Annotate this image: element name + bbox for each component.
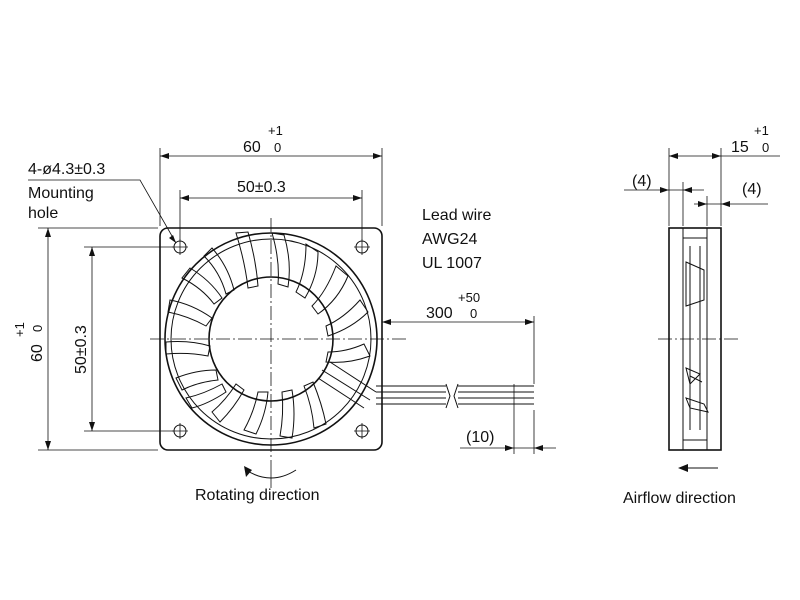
hole-pitch-h-label: 50±0.3: [237, 179, 286, 196]
lead-wires: [376, 383, 534, 410]
airflow-mark-icon: [685, 367, 703, 385]
dim-hole-pitch-h: [179, 190, 363, 240]
rotating-direction-label: Rotating direction: [195, 487, 320, 504]
rotation-arrow-icon: [244, 462, 297, 488]
strip-length-label: (10): [466, 429, 494, 446]
lead-wire-gauge: AWG24: [422, 231, 478, 248]
hole-pitch-v-label: 50±0.3: [73, 325, 90, 374]
mounting-hole-label-1: Mounting: [28, 185, 94, 202]
front-center-lines: [150, 218, 408, 462]
mounting-hole-leader: [28, 179, 177, 244]
airflow-arrow-icon: [678, 464, 718, 472]
lead-wire-standard: UL 1007: [422, 255, 482, 272]
height-tol-minus: 0: [30, 325, 45, 332]
flange-right-label: (4): [742, 181, 762, 198]
front-view: [150, 218, 408, 462]
flange-left-label: (4): [632, 173, 652, 190]
rotation-mark-icon: [685, 397, 709, 413]
side-view: [658, 227, 740, 451]
mounting-hole-label-2: hole: [28, 205, 58, 222]
dim-width-60: [159, 148, 383, 226]
dim-height-60: [38, 227, 158, 451]
dim-strip-length: [460, 410, 556, 454]
height-nominal: 60: [29, 344, 46, 362]
airflow-direction-label: Airflow direction: [623, 490, 736, 507]
height-tol-plus: +1: [12, 322, 27, 337]
side-hub-lines: [683, 237, 707, 441]
thickness-nominal: 15: [731, 139, 749, 156]
wire-length-nominal: 300: [426, 305, 453, 322]
width-nominal: 60: [243, 139, 261, 156]
side-blade: [685, 261, 705, 307]
wire-channel: [317, 361, 377, 409]
wire-length-tol-plus: +50: [458, 290, 480, 305]
thickness-tol-minus: 0: [762, 140, 769, 155]
mounting-hole-size: 4-ø4.3±0.3: [28, 161, 105, 178]
dim-flange-right: [694, 196, 768, 226]
wire-length-tol-minus: 0: [470, 306, 477, 321]
dim-hole-pitch-v: [84, 246, 174, 432]
width-tol-plus: +1: [268, 123, 283, 138]
dim-thickness-15: [668, 148, 780, 226]
lead-wire-label: Lead wire: [422, 207, 491, 224]
thickness-tol-plus: +1: [754, 123, 769, 138]
fan-blades: [165, 231, 371, 439]
dim-flange-left: [624, 182, 704, 226]
width-tol-minus: 0: [274, 140, 281, 155]
dim-wire-length: [381, 316, 535, 384]
